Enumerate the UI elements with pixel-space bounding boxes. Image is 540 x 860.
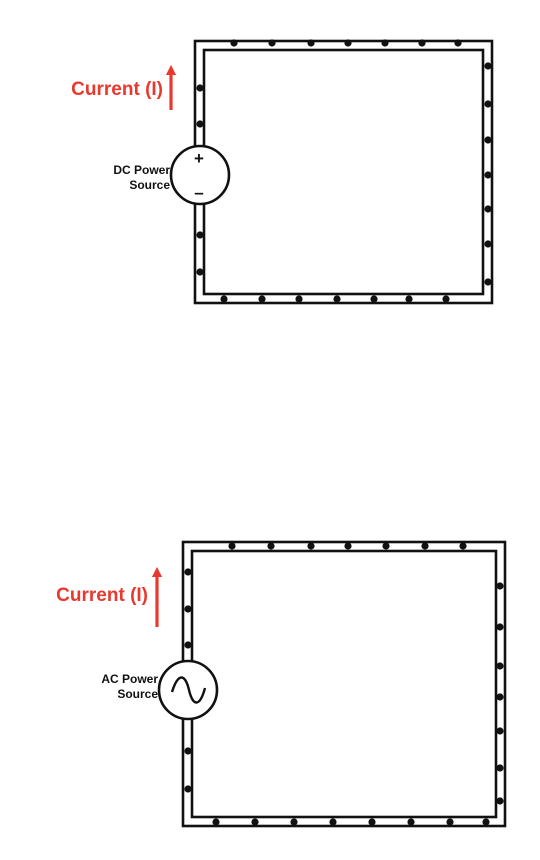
ac-loop-outer: [181, 540, 507, 828]
dc-source-label-line1: DC Power: [113, 163, 170, 177]
ac-circuit: AC Power Source Current (I): [56, 540, 507, 828]
plus-sign: +: [194, 149, 204, 168]
dc-loop-inner: [202, 48, 485, 296]
dc-loop-outer: [193, 39, 494, 305]
dc-source-icon: + –: [169, 144, 231, 206]
dc-circuit: + – DC Power Source Current (I): [71, 39, 494, 305]
ac-current-label: Current (I): [56, 585, 148, 606]
minus-sign: –: [194, 183, 203, 202]
dc-charge-dots: [196, 39, 492, 303]
ac-source-label-line1: AC Power: [101, 672, 158, 686]
ac-source-label-line2: Source: [117, 687, 158, 701]
dc-current-label: Current (I): [71, 79, 163, 100]
ac-loop-inner: [190, 549, 498, 819]
dc-source-label-line2: Source: [129, 178, 170, 192]
ac-charge-dots: [184, 542, 504, 826]
ac-sine-source-icon: [157, 659, 219, 721]
